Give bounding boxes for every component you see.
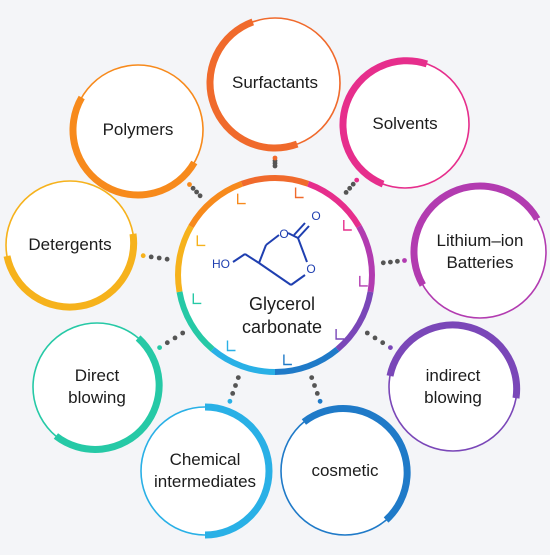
direct-blowing-connector-dot bbox=[172, 335, 178, 341]
center-label: Glycerol carbonate bbox=[241, 293, 323, 337]
polymers-connector-dot bbox=[197, 193, 203, 199]
direct-blowing-center-segment bbox=[176, 291, 215, 352]
cosmetic-notch bbox=[283, 354, 292, 366]
surfactants-center-segment bbox=[240, 175, 310, 187]
solvents-connector-dot bbox=[350, 181, 356, 187]
detergents-center-segment bbox=[175, 225, 194, 293]
cosmetic-connector-dot bbox=[317, 398, 323, 404]
indirect-blowing-connector-dot bbox=[388, 345, 393, 350]
polymers-center-segment bbox=[188, 180, 243, 229]
direct-blowing-connector-dot bbox=[157, 345, 163, 350]
indirect-blowing-notch bbox=[335, 329, 345, 340]
solvents-connector-dot bbox=[347, 185, 353, 191]
solvents-label: Solvents bbox=[372, 114, 438, 134]
solvents-connector-dot bbox=[354, 177, 360, 183]
indirect-blowing-connector-dot bbox=[380, 340, 386, 346]
cosmetic-connector-dot bbox=[314, 391, 320, 396]
polymers-connector-dot bbox=[194, 189, 200, 195]
chemical-intermediates-center-segment bbox=[210, 346, 276, 376]
bond bbox=[297, 225, 310, 239]
surfactants-label: Surfactants bbox=[232, 73, 318, 93]
lithium-ion-batteries-center-segment bbox=[356, 225, 375, 293]
bond bbox=[232, 253, 246, 263]
detergents-arc bbox=[3, 233, 138, 311]
ring-oxygen-label: O bbox=[306, 262, 315, 276]
indirect-blowing-center-segment bbox=[335, 291, 374, 352]
bond bbox=[265, 234, 280, 246]
detergents-label: Detergents bbox=[28, 235, 112, 255]
chemical-intermediates-notch bbox=[226, 340, 236, 352]
lithium-ion-batteries-arc bbox=[410, 182, 541, 287]
bond bbox=[297, 237, 308, 263]
solvents-connector-dot bbox=[343, 190, 349, 195]
indirect-blowing-connector-dot bbox=[372, 335, 378, 341]
surfactants-connector-dot bbox=[272, 155, 278, 161]
surfactants-arc bbox=[206, 18, 299, 152]
cosmetic-arc bbox=[301, 405, 411, 523]
solvents-center-segment bbox=[307, 180, 362, 229]
detergents-connector-dot bbox=[140, 253, 146, 259]
node-circle-layer bbox=[3, 17, 547, 539]
bond bbox=[287, 232, 299, 239]
bond bbox=[244, 253, 260, 264]
lithium-ion-batteries-connector-dot bbox=[380, 260, 386, 266]
cosmetic-connector-dot bbox=[312, 383, 317, 388]
polymers-label: Polymers bbox=[102, 120, 174, 140]
lithium-ion-batteries-connector-dot bbox=[402, 258, 407, 263]
polymers-arc bbox=[69, 95, 198, 199]
chemical-intermediates-arc bbox=[204, 403, 273, 539]
detergents-connector-dot bbox=[164, 256, 170, 262]
chemical-intermediates-connector-dot bbox=[227, 398, 233, 404]
indirect-blowing-connector-dot bbox=[364, 330, 370, 336]
chemical-intermediates-connector-dot bbox=[233, 383, 238, 388]
cosmetic-label: cosmetic bbox=[311, 461, 379, 481]
indirect-blowing-label: indirect blowing bbox=[424, 366, 482, 407]
polymers-notch bbox=[237, 193, 246, 205]
lithium-ion-batteries-label: Lithium–ion Batteries bbox=[436, 231, 524, 272]
solvents-notch bbox=[343, 220, 352, 231]
detergents-connector-dot bbox=[148, 254, 154, 260]
bond bbox=[290, 274, 306, 286]
direct-blowing-connector-dot bbox=[164, 340, 170, 346]
detergents-connector-dot bbox=[156, 255, 162, 261]
polymers-connector-dot bbox=[187, 182, 192, 187]
bond bbox=[293, 222, 306, 236]
bond bbox=[258, 262, 292, 286]
chemical-intermediates-connector-dot bbox=[230, 391, 236, 396]
direct-blowing-label: Direct blowing bbox=[68, 366, 126, 407]
chemical-intermediates-connector-dot bbox=[235, 375, 241, 380]
direct-blowing-notch bbox=[192, 293, 202, 305]
chemical-intermediates-label: Chemical intermediates bbox=[153, 450, 257, 491]
carbonyl-oxygen-label: O bbox=[311, 209, 320, 223]
bond bbox=[258, 244, 267, 264]
indirect-blowing-arc bbox=[386, 321, 521, 399]
detergents-notch bbox=[196, 235, 206, 247]
ring-oxygen-label: O bbox=[279, 227, 288, 241]
cosmetic-connector-dot bbox=[309, 375, 315, 380]
direct-blowing-connector-dot bbox=[180, 330, 186, 336]
connector-layer bbox=[140, 155, 407, 404]
surfactants-notch bbox=[294, 187, 304, 199]
glycerol-carbonate-structure bbox=[232, 222, 310, 286]
polymers-connector-dot bbox=[190, 185, 196, 191]
solvents-arc bbox=[339, 57, 428, 188]
lithium-ion-batteries-connector-dot bbox=[395, 258, 400, 264]
lithium-ion-batteries-connector-dot bbox=[388, 259, 393, 265]
direct-blowing-arc bbox=[53, 335, 163, 453]
hydroxyl-label: HO bbox=[212, 257, 230, 271]
cosmetic-center-segment bbox=[274, 346, 340, 376]
lithium-ion-batteries-notch bbox=[359, 275, 368, 287]
